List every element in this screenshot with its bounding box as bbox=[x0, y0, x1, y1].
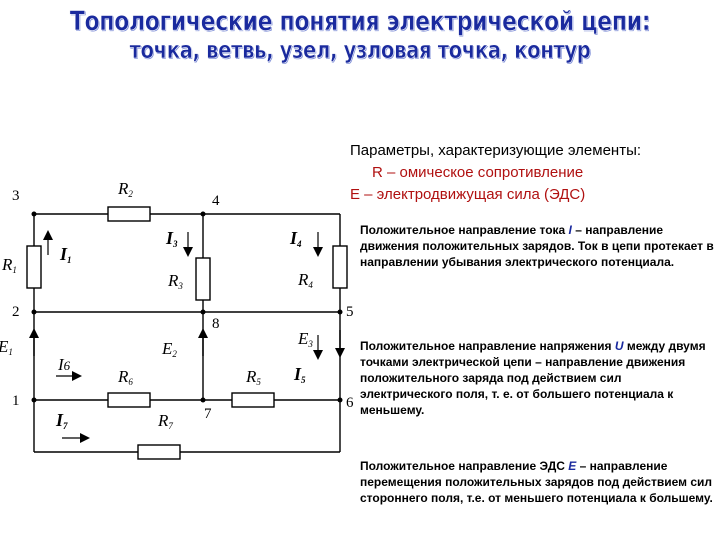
label-r2: R2 bbox=[117, 179, 133, 199]
current-text-pre: Положительное направление тока bbox=[360, 223, 569, 237]
label-e2: E2 bbox=[161, 339, 177, 359]
current-text-post: – направление движения положительных зар… bbox=[360, 223, 714, 269]
node-label-1: 1 bbox=[12, 393, 20, 409]
node-dot-5 bbox=[337, 309, 343, 315]
emf-text-pre: Положительное направление ЭДС bbox=[360, 459, 569, 473]
label-e1: E1 bbox=[0, 337, 13, 357]
node-label-5: 5 bbox=[346, 304, 354, 320]
element-labels: R2 R1 R3 R4 R6 R5 R7 E1 E2 E3 I1 I3 I4 I… bbox=[0, 179, 313, 431]
emf-direction-paragraph: Положительное направление ЭДС E – направ… bbox=[360, 458, 715, 506]
label-i1: I1 bbox=[59, 244, 72, 265]
label-r7: R7 bbox=[157, 411, 173, 431]
resistor-r3 bbox=[195, 257, 211, 301]
label-i3: I3 bbox=[165, 228, 178, 249]
node-dot-2 bbox=[31, 309, 37, 315]
node-label-6: 6 bbox=[346, 395, 354, 411]
current-arrows bbox=[43, 230, 323, 443]
node-dot-1 bbox=[31, 397, 37, 403]
voltage-symbol: U bbox=[614, 339, 624, 353]
resistor-r6 bbox=[107, 392, 151, 408]
resistor-r5 bbox=[231, 392, 275, 408]
label-i7: I7 bbox=[55, 410, 68, 431]
emf-symbol: E bbox=[568, 459, 577, 473]
parameter-r-definition: R – омическое сопротивление bbox=[372, 164, 584, 181]
voltage-direction-paragraph: Положительное направление напряжения U м… bbox=[360, 338, 715, 418]
slide-title-line2: точка, ветвь, узел, узловая точка, конту… bbox=[129, 36, 591, 65]
node-dot-4 bbox=[200, 211, 206, 217]
current-direction-paragraph: Положительное направление тока I – напра… bbox=[360, 222, 715, 270]
node-dot-8 bbox=[200, 309, 206, 315]
node-labels: 3 4 2 8 5 1 7 6 bbox=[12, 188, 354, 422]
circuit-wires bbox=[33, 213, 341, 453]
label-i5: I5 bbox=[293, 364, 306, 385]
label-i4: I4 bbox=[289, 228, 302, 249]
resistor-r1 bbox=[26, 245, 42, 289]
parameters-heading: Параметры, характеризующие элементы: bbox=[350, 142, 642, 159]
resistor-r2 bbox=[107, 206, 151, 222]
current-symbol: I bbox=[568, 223, 572, 237]
resistor-r4 bbox=[332, 245, 348, 289]
resistor-r7 bbox=[137, 444, 181, 460]
node-label-3: 3 bbox=[12, 188, 20, 204]
node-dot-3 bbox=[31, 211, 37, 217]
label-r1: R1 bbox=[1, 255, 17, 275]
voltage-text-post: между двумя точками электрической цепи –… bbox=[360, 339, 706, 417]
label-r6: R6 bbox=[117, 367, 133, 387]
parameters-block: Параметры, характеризующие элементы: R –… bbox=[336, 140, 716, 206]
voltage-text-pre: Положительное направление напряжения bbox=[360, 339, 615, 353]
resistors bbox=[26, 206, 348, 460]
label-r5: R5 bbox=[245, 367, 261, 387]
label-e3: E3 bbox=[297, 329, 313, 349]
node-dots bbox=[31, 211, 343, 403]
label-i6: I6 bbox=[57, 355, 71, 374]
label-r3: R3 bbox=[167, 271, 183, 291]
node-dot-6 bbox=[337, 397, 343, 403]
node-label-2: 2 bbox=[12, 304, 20, 320]
emf-arrows bbox=[29, 328, 345, 358]
parameter-e-definition: E – электродвижущая сила (ЭДС) bbox=[350, 186, 586, 203]
emf-text-post: – направление перемещения положительных … bbox=[360, 459, 713, 505]
node-label-4: 4 bbox=[212, 193, 220, 209]
node-label-7: 7 bbox=[204, 406, 212, 422]
slide-title-line1: Топологические понятия электрической цеп… bbox=[69, 6, 651, 38]
node-label-8: 8 bbox=[212, 316, 220, 332]
node-dot-7 bbox=[200, 397, 206, 403]
label-r4: R4 bbox=[297, 270, 313, 290]
